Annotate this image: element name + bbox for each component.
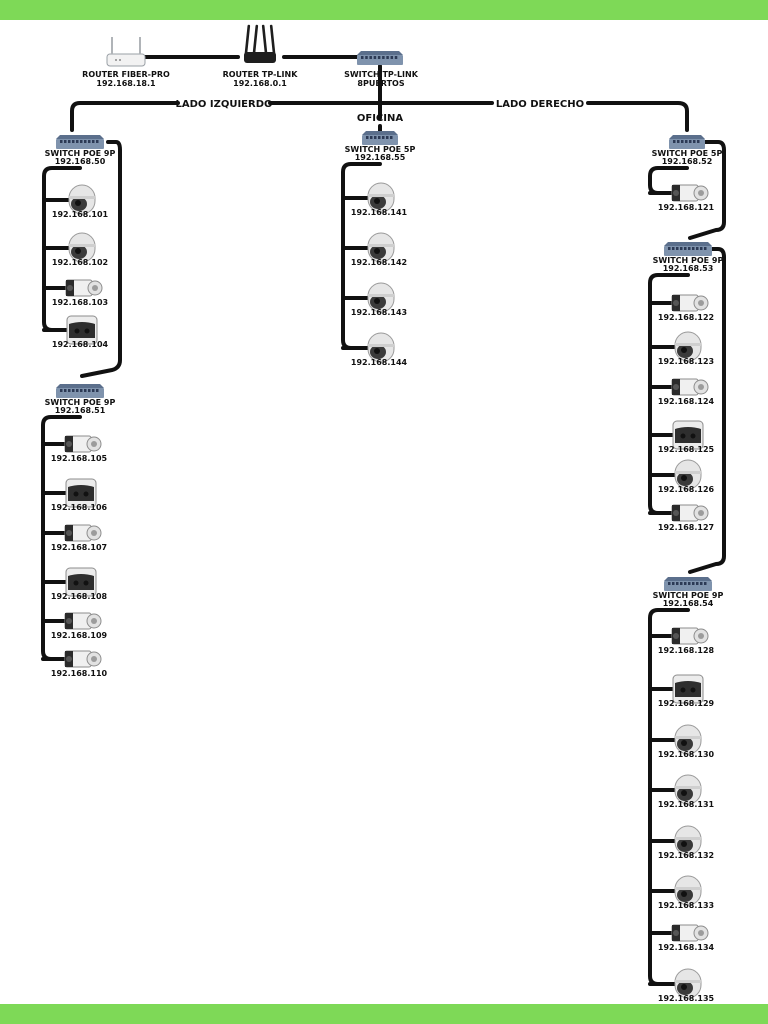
camera-ip: 192.168.142 (351, 258, 407, 267)
camera-ip: 192.168.106 (51, 503, 108, 512)
switch-ip: 192.168.50 (55, 157, 106, 166)
camera-ip: 192.168.109 (51, 631, 108, 640)
bullet-camera-icon (65, 279, 103, 297)
device-name: ROUTER FIBER-PRO (82, 70, 170, 79)
device-ip: 192.168.18.1 (96, 79, 156, 88)
camera-ip: 192.168.133 (658, 901, 714, 910)
switch-ip: 192.168.53 (663, 264, 714, 273)
device-name: SWITCH TP-LINK (344, 70, 419, 79)
panoramic-camera-icon (65, 567, 97, 597)
cable-switch53-to-switch54 (688, 247, 726, 574)
bullet-camera-icon (671, 627, 709, 645)
branch-label-left: LADO IZQUIERDO (175, 99, 272, 110)
camera-ip: 192.168.144 (351, 358, 408, 367)
branch-label-office: OFICINA (357, 113, 403, 124)
switch-icon (669, 135, 705, 149)
switch-name: SWITCH POE 9P (653, 591, 724, 600)
camera-ip: 192.168.122 (658, 313, 714, 322)
bullet-camera-icon (671, 184, 709, 202)
camera-ip: 192.168.110 (51, 669, 108, 678)
bullet-camera-icon (671, 378, 709, 396)
branch-label-right: LADO DERECHO (496, 99, 584, 110)
camera-ip: 192.168.126 (658, 485, 715, 494)
dome-camera-icon (367, 282, 395, 313)
camera-ip: 192.168.131 (658, 800, 715, 809)
switch-ip: 192.168.51 (55, 406, 106, 415)
switch-ip: 192.168.55 (355, 153, 406, 162)
device-layer (56, 24, 712, 999)
switch-icon (56, 384, 104, 398)
camera-ip: 192.168.129 (658, 699, 715, 708)
camera-ip: 192.168.103 (52, 298, 108, 307)
camera-ip: 192.168.132 (658, 851, 714, 860)
cable-branch-left (70, 101, 180, 132)
device-ip: 192.168.0.1 (233, 79, 287, 88)
camera-ip: 192.168.107 (51, 543, 107, 552)
switch-name: SWITCH POE 9P (45, 398, 116, 407)
device-ip: 8PUERTOS (357, 79, 404, 88)
dome-camera-icon (674, 825, 702, 856)
camera-ip: 192.168.121 (658, 203, 715, 212)
dome-camera-icon (674, 724, 702, 755)
switch-icon (664, 242, 712, 256)
camera-ip: 192.168.123 (658, 357, 714, 366)
cable-branch-right (586, 101, 689, 132)
bullet-camera-icon (64, 435, 102, 453)
bullet-camera-icon (64, 524, 102, 542)
dome-camera-icon (674, 331, 702, 362)
cable-switch50-to-switch51 (80, 140, 122, 378)
device-name: ROUTER TP-LINK (223, 70, 299, 79)
camera-ip: 192.168.101 (52, 210, 109, 219)
switch-ip: 192.168.52 (662, 157, 713, 166)
panoramic-camera-icon (672, 420, 704, 450)
panoramic-camera-icon (672, 674, 704, 704)
cable-layer (41, 55, 726, 986)
camera-ip: 192.168.125 (658, 445, 715, 454)
camera-ip: 192.168.127 (658, 523, 714, 532)
camera-ip: 192.168.141 (351, 208, 408, 217)
dome-camera-icon (68, 232, 96, 263)
bullet-camera-icon (64, 612, 102, 630)
camera-ip: 192.168.128 (658, 646, 715, 655)
router-icon (106, 37, 146, 67)
bottom-green-band (0, 1004, 768, 1024)
camera-ip: 192.168.135 (658, 994, 715, 1003)
switch-name: SWITCH POE 5P (652, 149, 723, 158)
switch-name: SWITCH POE 9P (45, 149, 116, 158)
bullet-camera-icon (671, 294, 709, 312)
panoramic-camera-icon (65, 478, 97, 508)
camera-ip: 192.168.102 (52, 258, 108, 267)
dome-camera-icon (367, 332, 395, 363)
switch-icon (362, 131, 398, 145)
dome-camera-icon (674, 774, 702, 805)
dome-camera-icon (367, 182, 395, 213)
camera-ip: 192.168.124 (658, 397, 715, 406)
camera-ip: 192.168.104 (52, 340, 109, 349)
switch-icon (357, 51, 403, 65)
dome-camera-icon (674, 875, 702, 906)
switch-name: SWITCH POE 5P (345, 145, 416, 154)
top-green-band (0, 0, 768, 20)
switch-icon (664, 577, 712, 591)
camera-ip: 192.168.143 (351, 308, 407, 317)
bullet-camera-icon (64, 650, 102, 668)
panoramic-camera-icon (66, 315, 98, 345)
switch-name: SWITCH POE 9P (653, 256, 724, 265)
camera-ip: 192.168.134 (658, 943, 715, 952)
camera-ip: 192.168.130 (658, 750, 715, 759)
switch-ip: 192.168.54 (663, 599, 714, 608)
router-antenna-icon (244, 24, 276, 63)
cable-switch52-to-switch53 (688, 140, 726, 240)
camera-ip: 192.168.108 (51, 592, 108, 601)
switch-icon (56, 135, 104, 149)
dome-camera-icon (68, 184, 96, 215)
bullet-camera-icon (671, 504, 709, 522)
dome-camera-icon (674, 968, 702, 999)
dome-camera-icon (674, 459, 702, 490)
camera-ip: 192.168.105 (51, 454, 108, 463)
dome-camera-icon (367, 232, 395, 263)
bullet-camera-icon (671, 924, 709, 942)
